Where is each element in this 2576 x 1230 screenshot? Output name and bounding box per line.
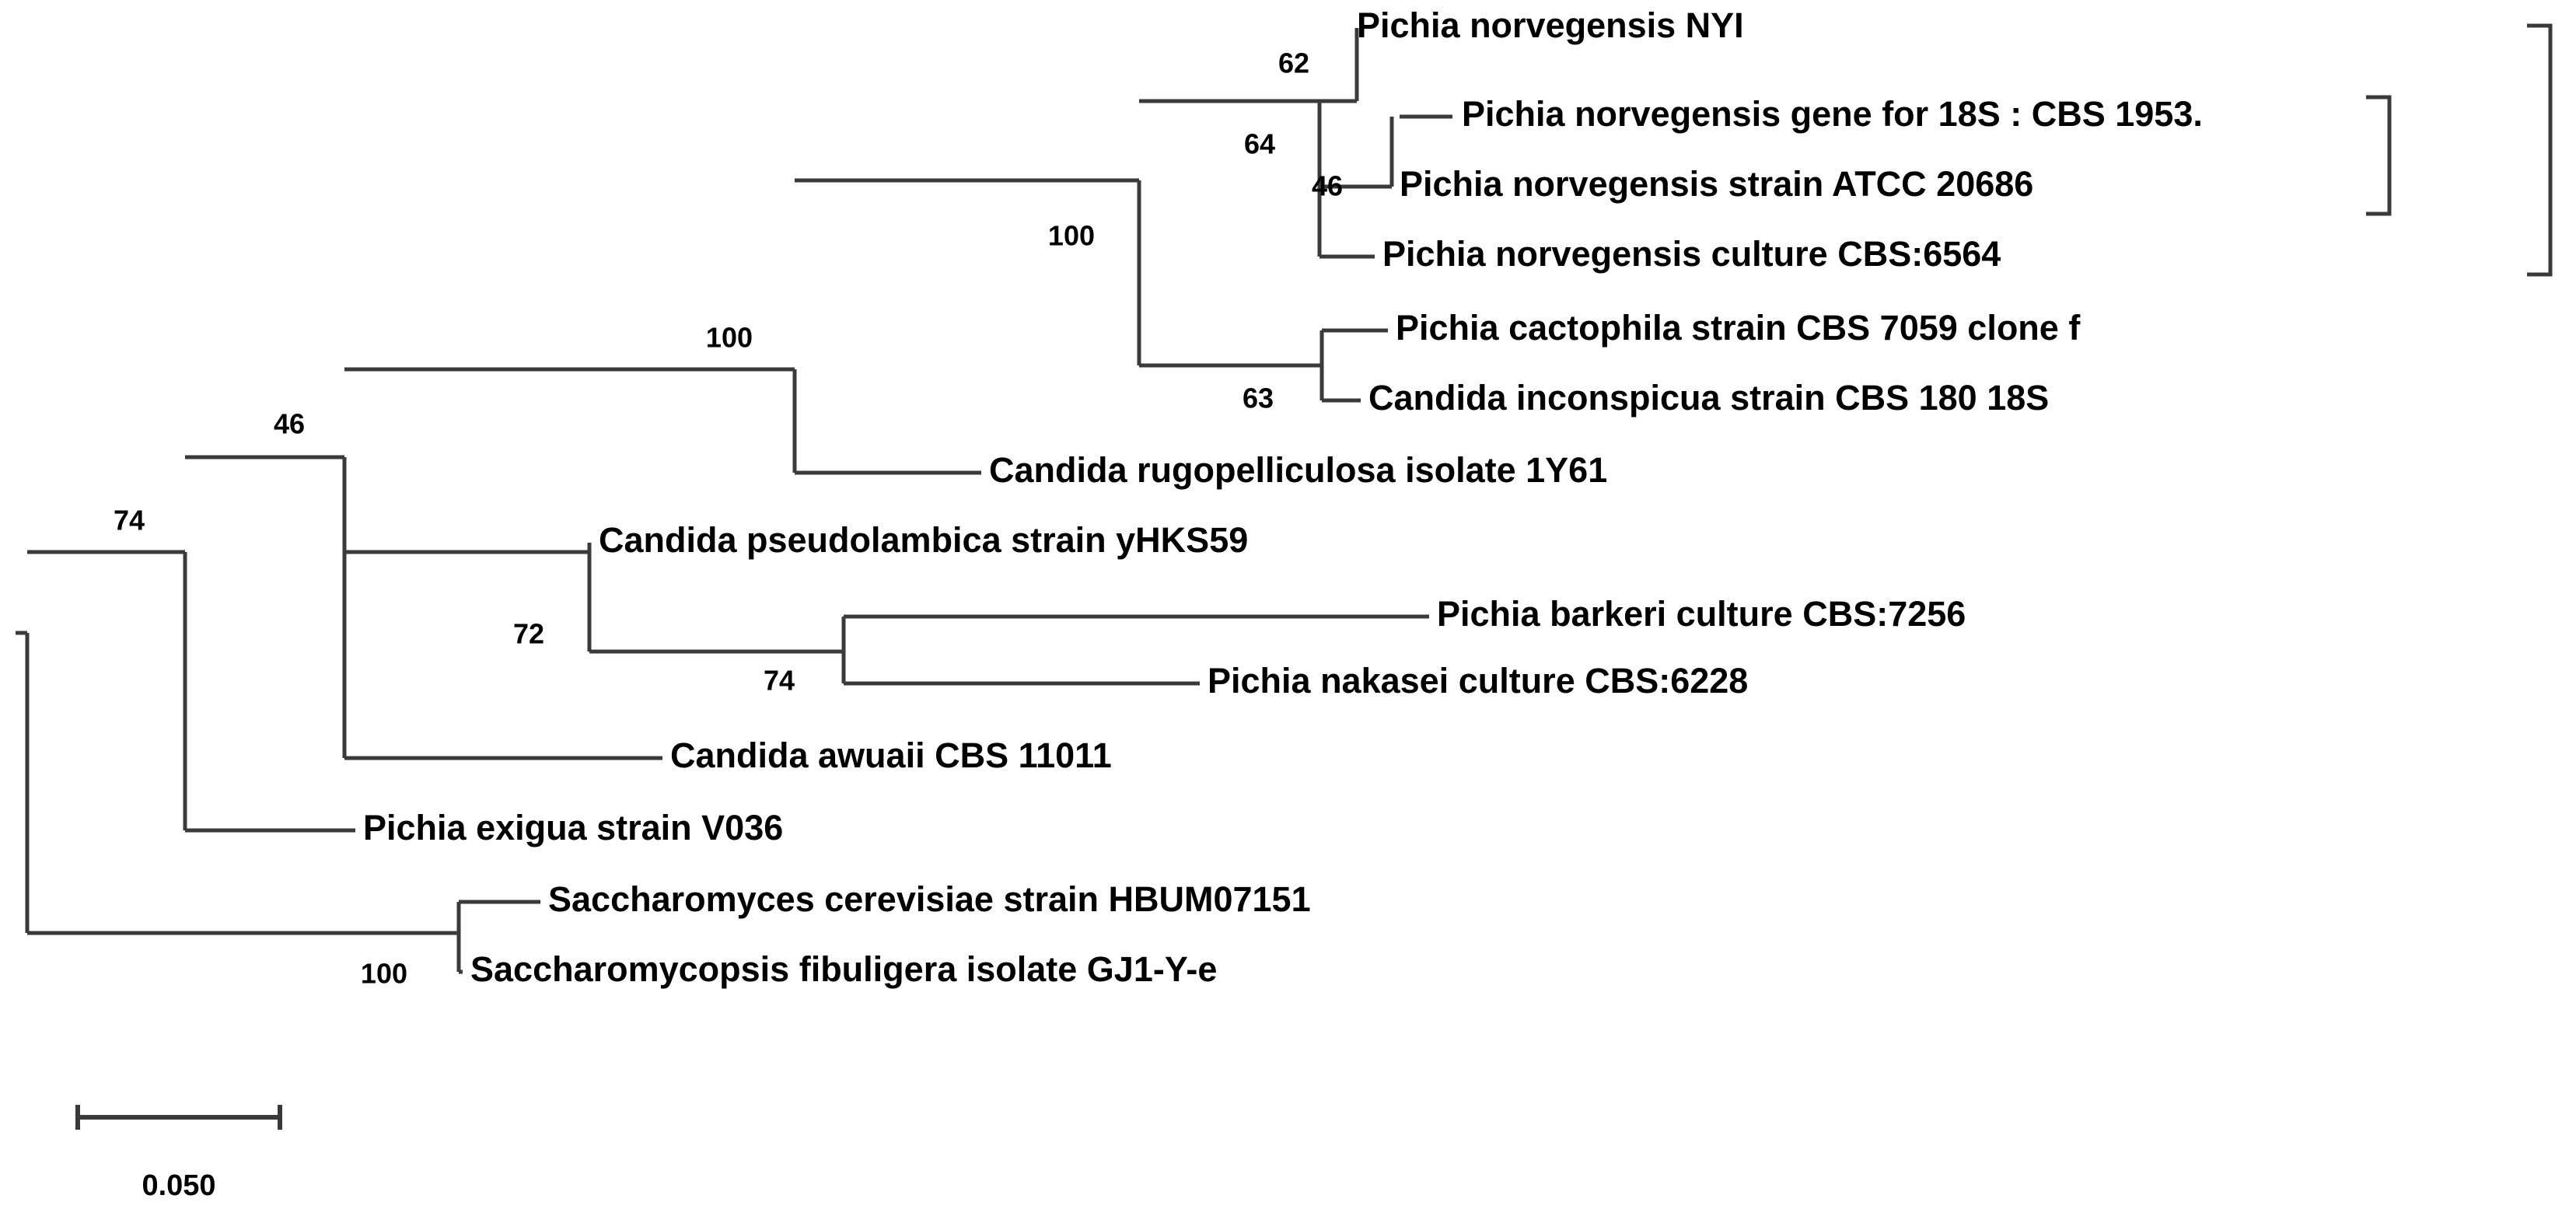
tree-node-node_46 bbox=[185, 455, 347, 758]
tree-node-node_root bbox=[16, 631, 30, 933]
branches-layer bbox=[16, 28, 1394, 972]
tree-node-node_72 bbox=[344, 543, 592, 652]
tree-node-node_100b bbox=[795, 178, 1141, 365]
taxon-label-pn_nyi: Pichia norvegensis NYI bbox=[1357, 5, 1744, 45]
scale-bar: 0.050 bbox=[75, 1105, 282, 1202]
taxon-label-c_inconspicua: Candida inconspicua strain CBS 180 18S bbox=[1368, 378, 2049, 418]
taxon-label-pn_atcc: Pichia norvegensis strain ATCC 20686 bbox=[1400, 164, 2033, 204]
taxon-label-p_cactophila: Pichia cactophila strain CBS 7059 clone … bbox=[1396, 308, 2081, 348]
tip-branches-layer bbox=[185, 114, 1452, 974]
bootstrap-value-node_46: 46 bbox=[274, 408, 305, 440]
taxon-label-p_exigua: Pichia exigua strain V036 bbox=[363, 808, 783, 847]
bootstrap-value-node_64: 64 bbox=[1244, 128, 1275, 160]
taxon-label-c_rugopell: Candida rugopelliculosa isolate 1Y61 bbox=[989, 450, 1607, 490]
bootstrap-value-node_100c: 100 bbox=[361, 958, 407, 990]
tree-node-node_100a bbox=[344, 367, 797, 473]
bootstrap-value-node_74a: 74 bbox=[114, 505, 145, 536]
taxon-label-pn_18s: Pichia norvegensis gene for 18S : CBS 19… bbox=[1462, 94, 2203, 134]
scale-bar-label: 0.050 bbox=[142, 1169, 215, 1202]
taxon-label-p_nakasei: Pichia nakasei culture CBS:6228 bbox=[1208, 661, 1748, 701]
tree-node-node_74a bbox=[27, 550, 187, 830]
bootstrap-value-node_100a: 100 bbox=[706, 322, 753, 354]
tree-node-node_64 bbox=[1139, 99, 1322, 257]
taxon-label-s_cerevisiae: Saccharomyces cerevisiae strain HBUM0715… bbox=[548, 879, 1311, 919]
tree-node-node_62 bbox=[1319, 28, 1359, 103]
bootstrap-value-node_46b: 46 bbox=[1312, 170, 1343, 202]
bootstrap-value-node_100b: 100 bbox=[1048, 220, 1095, 252]
taxon-label-p_barkeri: Pichia barkeri culture CBS:7256 bbox=[1437, 594, 1966, 634]
bootstrap-value-node_74b: 74 bbox=[764, 665, 795, 697]
bootstrap-value-node_62: 62 bbox=[1278, 47, 1309, 79]
taxon-label-s_fibuligera: Saccharomycopsis fibuligera isolate GJ1-… bbox=[470, 949, 1217, 989]
clade-brackets-layer bbox=[2366, 23, 2553, 277]
bootstrap-value-node_63: 63 bbox=[1243, 383, 1274, 414]
bracket-inner bbox=[2366, 95, 2392, 216]
taxon-labels-layer: Pichia norvegensis NYI Pichia norvegensis… bbox=[363, 5, 2203, 989]
taxon-label-c_awuaii: Candida awuaii CBS 11011 bbox=[670, 736, 1112, 775]
taxon-label-pn_cbs6564: Pichia norvegensis culture CBS:6564 bbox=[1382, 234, 2001, 274]
bootstrap-support-layer: 74 46 100 100 64 62 46 63 72 74 100 bbox=[114, 47, 1343, 990]
bootstrap-value-node_72: 72 bbox=[513, 618, 544, 650]
taxon-label-c_pseudolamb: Candida pseudolambica strain yHKS59 bbox=[599, 520, 1248, 560]
bracket-outer bbox=[2527, 23, 2553, 277]
